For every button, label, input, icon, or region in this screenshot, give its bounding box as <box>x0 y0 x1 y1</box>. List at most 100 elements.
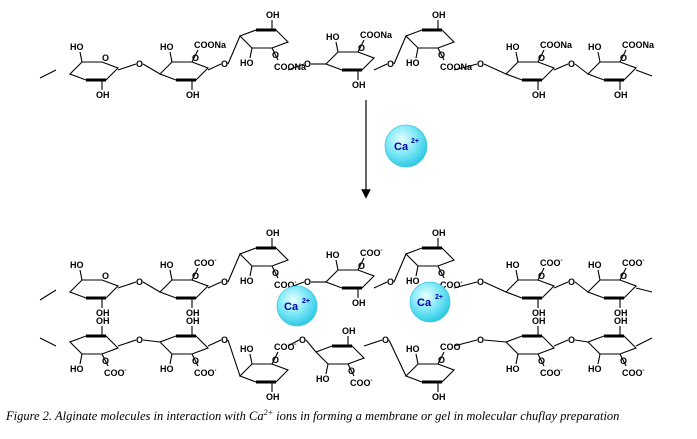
substituent-label: HO <box>70 42 84 52</box>
substituent-label: OH <box>614 316 628 326</box>
substituent-bond <box>619 353 627 367</box>
substituent-label: OH <box>266 10 280 20</box>
substituent-bond <box>597 353 601 365</box>
glycosidic-bond <box>393 253 407 283</box>
glycosidic-bond <box>483 281 507 293</box>
substituent-label: HO <box>406 276 420 286</box>
substituent-bond <box>347 363 355 377</box>
substituent-bond <box>597 269 601 281</box>
substituent-label: OH <box>186 316 200 326</box>
glycosidic-bond <box>453 63 478 71</box>
substituent-bond <box>325 363 329 375</box>
glycosidic-oxygen: O <box>221 59 228 69</box>
glycosidic-bond <box>483 63 507 75</box>
substituent-label: COONa <box>440 62 473 72</box>
glycosidic-bond <box>207 63 222 71</box>
ring-bonds <box>69 335 119 355</box>
ring-bonds <box>239 247 289 267</box>
glycosidic-bond <box>574 63 589 75</box>
substituent-label: HO <box>588 364 602 374</box>
substituent-bond <box>437 265 445 279</box>
substituent-label: HO <box>406 344 420 354</box>
substituent-bond <box>335 41 339 53</box>
substituent-bond <box>191 267 199 281</box>
glycosidic-bond <box>553 339 569 347</box>
substituent-label: HO <box>316 374 330 384</box>
ring-oxygen: O <box>358 261 365 271</box>
ring-oxygen: O <box>102 53 109 63</box>
substituent-bond <box>191 353 199 367</box>
ring-bonds <box>587 61 637 81</box>
glycosidic-bond <box>287 63 305 71</box>
substituent-label: OH <box>186 90 200 100</box>
substituent-label: HO <box>326 32 340 42</box>
substituent-label: OH <box>266 392 280 402</box>
substituent-label: OH <box>432 392 446 402</box>
substituent-bond <box>619 267 627 281</box>
terminal-bond <box>635 287 653 293</box>
glycosidic-bond <box>287 339 300 347</box>
glycosidic-oxygen: O <box>304 277 311 287</box>
glycosidic-bond <box>207 339 222 347</box>
ring-bonds <box>587 279 637 299</box>
ring-bonds <box>405 29 455 49</box>
substituent-label: HO <box>240 58 254 68</box>
caption-ion-charge: 2+ <box>263 408 274 417</box>
glycosidic-oxygen: O <box>568 335 575 345</box>
figure-caption: Figure 2. Alginate molecules in interact… <box>6 408 696 424</box>
substituent-label: COO- <box>540 368 563 378</box>
calcium-ion-1: Ca 2+ <box>276 285 318 327</box>
terminal-bond <box>39 289 57 301</box>
ring-bonds <box>239 29 289 49</box>
ring-bonds <box>505 61 555 81</box>
substituent-label: COO- <box>360 248 383 258</box>
ring-bonds <box>69 279 119 299</box>
ring-oxygen: O <box>438 355 445 365</box>
substituent-label: HO <box>588 42 602 52</box>
glycosidic-bond <box>373 281 388 289</box>
substituent-bond <box>537 267 545 281</box>
alginate-chain-upper: OHOOHOHOOHCOO-OOHOOHCOO-OOHOOHCOO-OOHOOH… <box>39 228 653 318</box>
substituent-label: COO- <box>622 368 645 378</box>
alginate-chain-lower: OHOOHCOO-OHOOHCOO-OOHOOHCOO-OOHOOHCOO-OO… <box>39 316 653 402</box>
ring-oxygen: O <box>538 271 545 281</box>
ring-bonds <box>505 335 555 355</box>
substituent-label: HO <box>506 364 520 374</box>
ion-charge: 2+ <box>435 294 443 301</box>
ring-bonds <box>405 247 455 267</box>
substituent-label: OH <box>532 90 546 100</box>
substituent-bond <box>619 49 627 63</box>
substituent-bond <box>597 51 601 63</box>
ion-label: Ca <box>394 141 409 153</box>
substituent-bond <box>169 353 173 365</box>
glycosidic-bond <box>553 63 569 71</box>
substituent-label: COONa <box>360 30 393 40</box>
ring-bonds <box>587 335 637 355</box>
substituent-label: COO- <box>194 258 217 268</box>
substituent-label: OH <box>96 316 110 326</box>
glycosidic-bond <box>574 339 589 343</box>
terminal-bond <box>635 69 653 77</box>
substituent-bond <box>271 47 279 61</box>
glycosidic-oxygen: O <box>136 335 143 345</box>
terminal-bond <box>39 69 57 79</box>
substituent-label: HO <box>588 260 602 270</box>
glycosidic-bond <box>117 281 137 289</box>
substituent-label: OH <box>96 308 110 318</box>
glycosidic-oxygen: O <box>387 59 394 69</box>
glycosidic-bond <box>117 63 137 71</box>
substituent-label: HO <box>406 58 420 68</box>
ion-charge: 2+ <box>411 138 419 145</box>
glycosidic-oxygen: O <box>477 59 484 69</box>
substituent-label: OH <box>432 228 446 238</box>
glycosidic-bond <box>142 63 161 75</box>
substituent-label: HO <box>506 260 520 270</box>
